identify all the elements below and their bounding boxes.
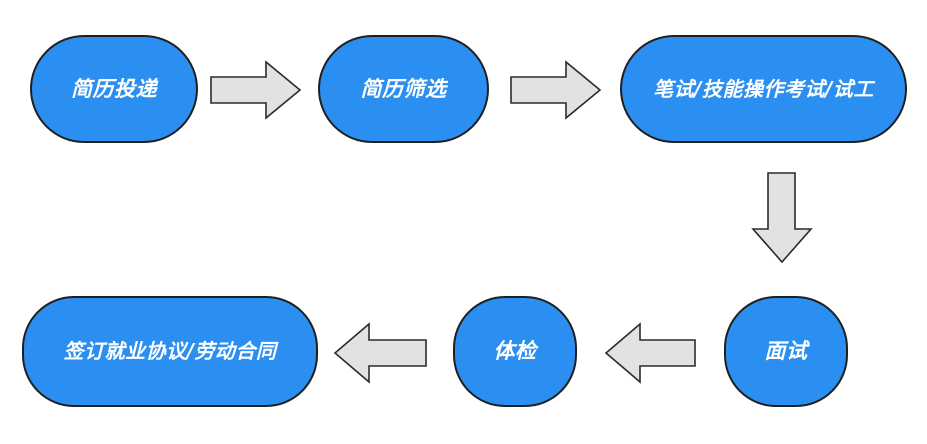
step-medical-check-node: 体检 <box>453 296 577 407</box>
step-label: 笔试/技能操作考试/试工 <box>653 76 874 101</box>
arrow-left-2-icon <box>333 322 427 384</box>
step-resume-submission-node: 简历投递 <box>30 35 198 143</box>
step-label: 签订就业协议/劳动合同 <box>63 339 277 363</box>
step-interview-node: 面试 <box>724 296 848 407</box>
step-label: 简历投递 <box>71 76 157 101</box>
arrow-right-1-icon <box>210 60 302 120</box>
step-label: 面试 <box>764 339 808 364</box>
step-label: 体检 <box>493 339 537 364</box>
arrow-down-icon <box>751 172 813 264</box>
step-resume-screening-node: 简历筛选 <box>318 35 489 143</box>
arrow-left-1-icon <box>604 322 696 384</box>
arrow-right-2-icon <box>510 60 602 120</box>
step-label: 简历筛选 <box>360 76 447 101</box>
step-written-test-node: 笔试/技能操作考试/试工 <box>620 35 907 143</box>
step-sign-contract-node: 签订就业协议/劳动合同 <box>22 296 318 407</box>
